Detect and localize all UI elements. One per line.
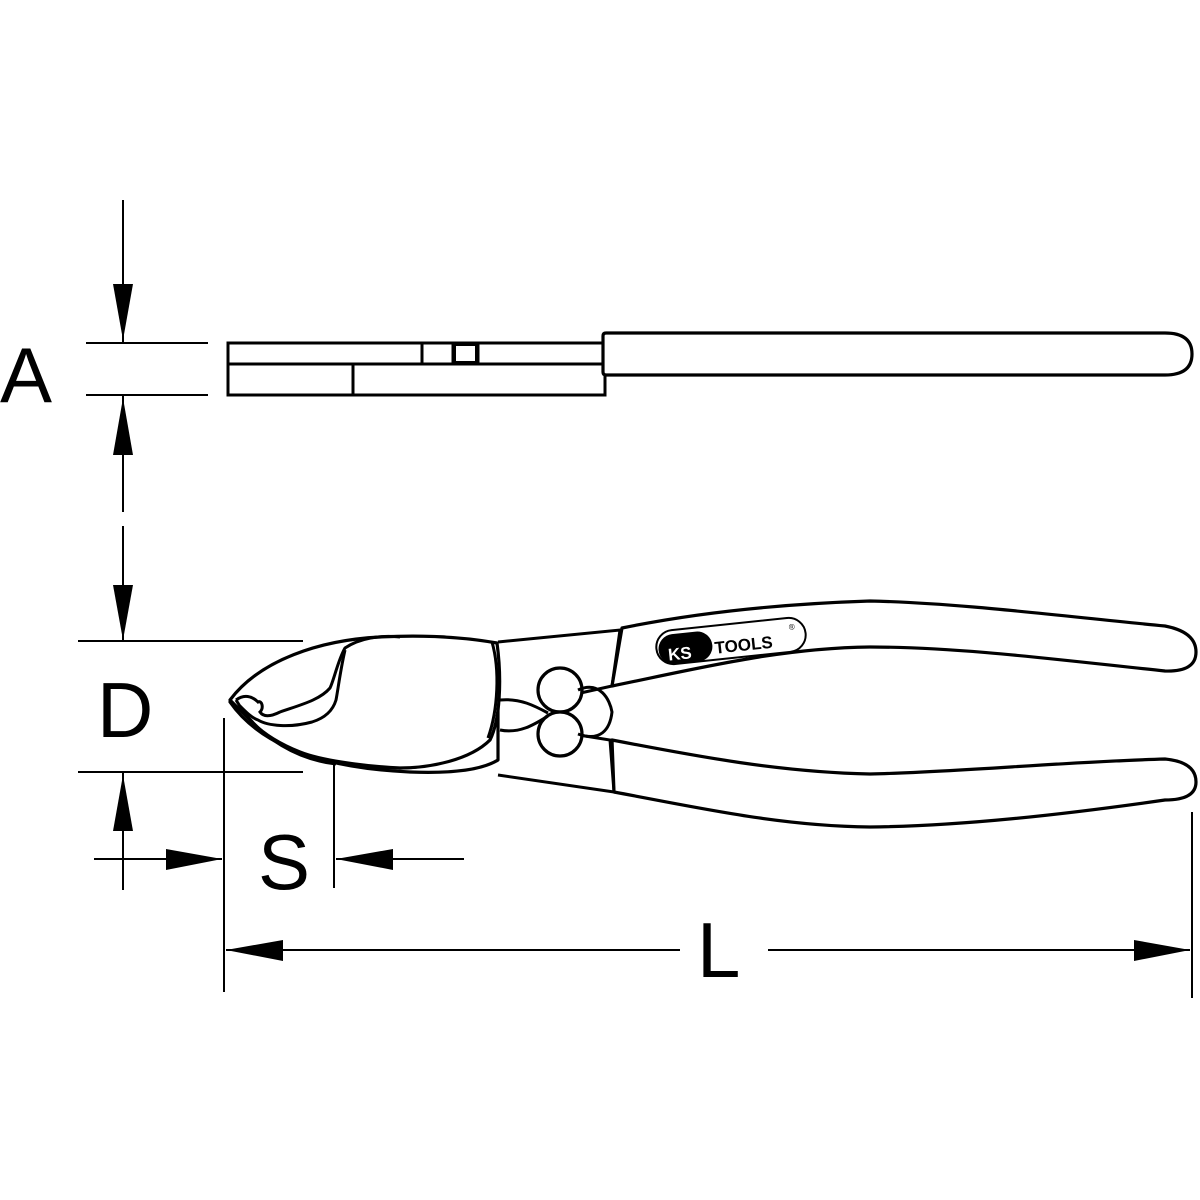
logo-registered: ® — [788, 622, 795, 632]
arrow-left-icon — [226, 940, 283, 961]
dimension-s: S — [94, 718, 464, 992]
arrow-right-icon — [1134, 940, 1190, 961]
dimension-label-l: L — [697, 906, 740, 994]
arrow-left-icon — [336, 849, 393, 870]
arrow-up-icon — [113, 775, 133, 831]
brand-logo: KS TOOLS ® — [655, 616, 807, 666]
pivot-upper — [536, 666, 584, 714]
lower-handle — [610, 738, 1198, 829]
arrow-down-icon — [113, 284, 133, 340]
top-view — [226, 331, 1194, 397]
dimension-d: D — [78, 526, 303, 890]
arrow-right-icon — [166, 849, 222, 870]
dimension-l: L — [226, 812, 1193, 998]
dimension-label-s: S — [258, 818, 310, 906]
dimension-label-d: D — [97, 666, 153, 754]
side-view: KS TOOLS ® — [228, 599, 1198, 829]
arrow-up-icon — [113, 398, 133, 455]
logo-ks: KS — [667, 643, 692, 664]
dimension-a: A — [0, 200, 208, 512]
upper-jaw — [228, 634, 502, 770]
arrow-down-icon — [113, 585, 133, 640]
dimension-label-a: A — [0, 331, 52, 419]
